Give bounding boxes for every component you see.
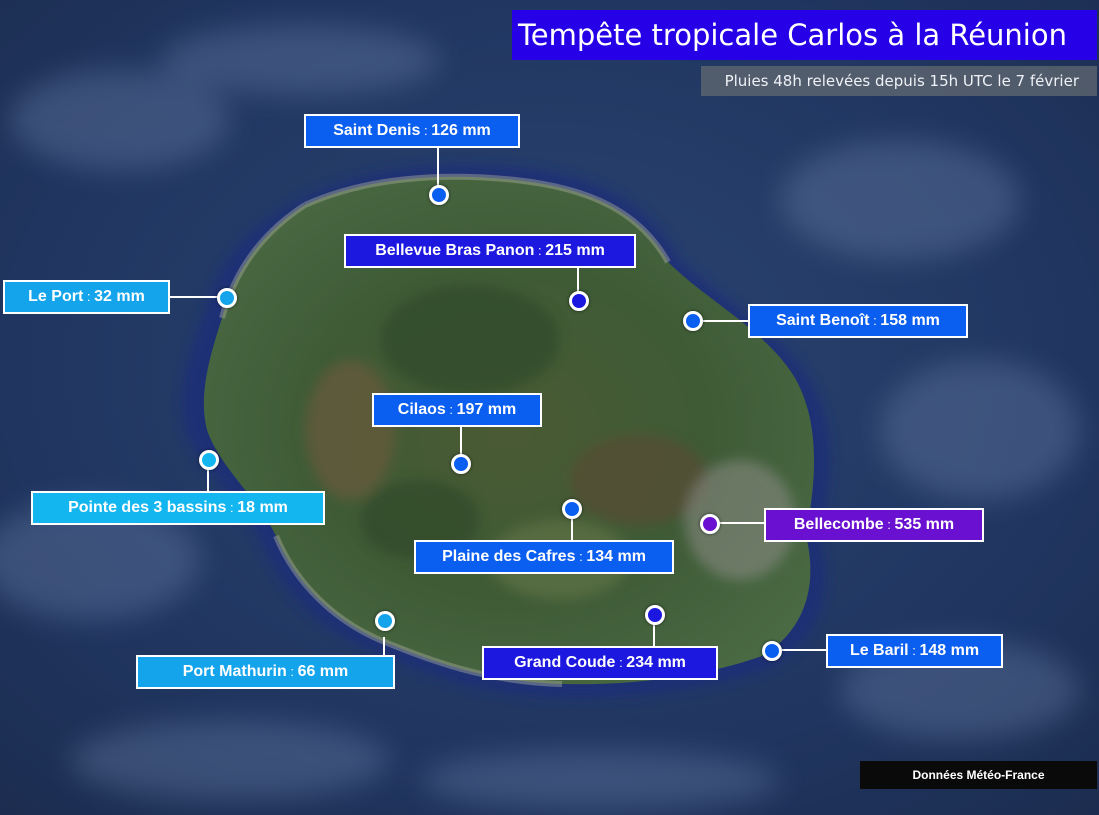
label-separator: : — [286, 664, 298, 679]
station-name: Le Port — [28, 288, 84, 305]
connector-port-mathurin — [383, 637, 385, 656]
station-name: Plaine des Cafres — [442, 548, 576, 565]
station-marker-le-baril[interactable] — [762, 641, 782, 661]
station-rain-value: 126 mm — [431, 122, 491, 139]
station-rain-value: 197 mm — [456, 401, 517, 418]
label-separator: : — [883, 517, 895, 532]
connector-cilaos — [460, 427, 462, 456]
station-name: Saint Benoît — [776, 312, 870, 329]
label-separator: : — [615, 655, 627, 670]
connector-saint-benoit — [700, 320, 748, 322]
station-label-port-mathurin: Port Mathurin : 66 mm — [136, 655, 395, 689]
station-rain-value: 535 mm — [894, 516, 955, 533]
station-rain-value: 215 mm — [545, 242, 605, 259]
label-separator: : — [420, 123, 432, 138]
connector-le-port — [170, 296, 219, 298]
station-name: Bellevue Bras Panon — [375, 242, 535, 259]
connector-grand-coude — [653, 622, 655, 647]
connector-bellevue-bras-panon — [577, 268, 579, 292]
station-marker-pointe-des-3-bassins[interactable] — [199, 450, 219, 470]
connector-bellecombe — [717, 522, 764, 524]
station-label-le-baril: Le Baril : 148 mm — [826, 634, 1003, 668]
station-marker-port-mathurin[interactable] — [375, 611, 395, 631]
map-title: Tempête tropicale Carlos à la Réunion — [512, 10, 1097, 60]
connector-plaine-des-cafres — [571, 516, 573, 540]
station-name: Saint Denis — [333, 122, 421, 139]
station-rain-value: 18 mm — [237, 499, 288, 516]
station-marker-plaine-des-cafres[interactable] — [562, 499, 582, 519]
station-marker-bellecombe[interactable] — [700, 514, 720, 534]
station-label-pointe-des-3-bassins: Pointe des 3 bassins : 18 mm — [31, 491, 325, 525]
station-label-cilaos: Cilaos : 197 mm — [372, 393, 542, 427]
connector-le-baril — [779, 649, 827, 651]
station-label-bellevue-bras-panon: Bellevue Bras Panon : 215 mm — [344, 234, 636, 268]
station-marker-saint-denis[interactable] — [429, 185, 449, 205]
label-separator: : — [445, 402, 457, 417]
station-rain-value: 148 mm — [919, 642, 980, 659]
station-rain-value: 32 mm — [94, 288, 145, 305]
station-label-saint-denis: Saint Denis : 126 mm — [304, 114, 520, 148]
station-rain-value: 158 mm — [880, 312, 940, 329]
station-label-plaine-des-cafres: Plaine des Cafres : 134 mm — [414, 540, 674, 574]
station-rain-value: 134 mm — [586, 548, 646, 565]
station-name: Cilaos — [397, 401, 446, 418]
station-name: Pointe des 3 bassins — [68, 499, 227, 516]
label-separator: : — [534, 243, 546, 258]
station-rain-value: 66 mm — [297, 663, 349, 680]
station-label-saint-benoit: Saint Benoît : 158 mm — [748, 304, 968, 338]
data-source-credit: Données Météo-France — [860, 761, 1097, 789]
station-name: Port Mathurin — [182, 663, 287, 680]
station-rain-value: 234 mm — [626, 654, 686, 671]
station-label-le-port: Le Port : 32 mm — [3, 280, 170, 314]
label-separator: : — [908, 643, 920, 658]
station-marker-cilaos[interactable] — [451, 454, 471, 474]
label-separator: : — [869, 313, 881, 328]
label-separator: : — [226, 500, 238, 515]
station-name: Le Baril — [849, 642, 909, 659]
station-label-bellecombe: Bellecombe : 535 mm — [764, 508, 984, 542]
connector-saint-denis — [437, 148, 439, 186]
connector-pointe-des-3-bassins — [207, 467, 209, 492]
station-marker-bellevue-bras-panon[interactable] — [569, 291, 589, 311]
station-marker-le-port[interactable] — [217, 288, 237, 308]
station-name: Bellecombe — [793, 516, 884, 533]
station-label-grand-coude: Grand Coude : 234 mm — [482, 646, 718, 680]
label-separator: : — [575, 549, 587, 564]
station-name: Grand Coude — [514, 654, 616, 671]
station-marker-grand-coude[interactable] — [645, 605, 665, 625]
station-marker-saint-benoit[interactable] — [683, 311, 703, 331]
map-subtitle: Pluies 48h relevées depuis 15h UTC le 7 … — [701, 66, 1097, 96]
label-separator: : — [83, 289, 95, 304]
